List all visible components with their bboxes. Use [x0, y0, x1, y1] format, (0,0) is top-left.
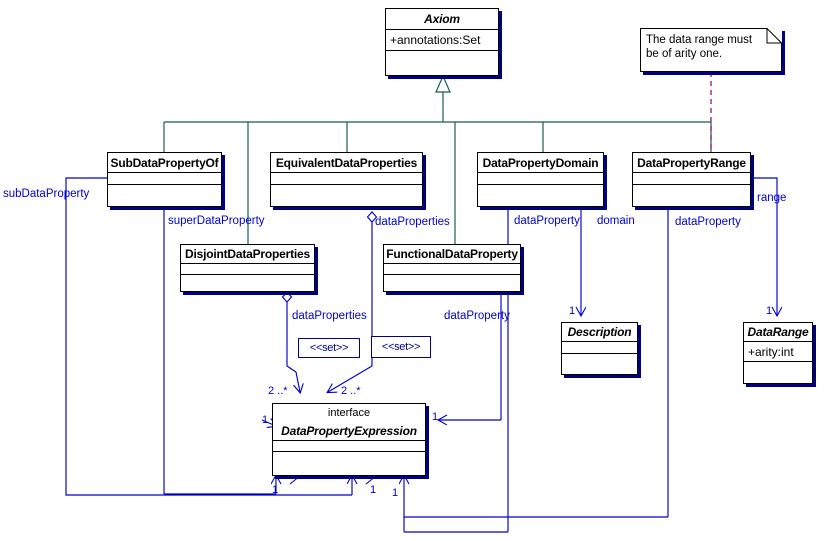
class-sub-data-property-of-name: SubDataPropertyOf: [110, 155, 219, 170]
class-sub-data-property-of[interactable]: SubDataPropertyOf: [107, 152, 222, 207]
mult-expression-bottom-one-b: 1: [370, 484, 377, 496]
class-description-name: Description: [567, 325, 632, 339]
class-data-range[interactable]: DataRange +arity:int: [743, 322, 813, 384]
mult-equivalent-min: 2 ..*: [341, 385, 361, 397]
label-equivalent-data-properties-role: dataProperties: [375, 216, 450, 228]
class-equivalent-data-properties-name: EquivalentDataProperties: [275, 155, 418, 170]
class-data-property-expression-name: DataPropertyExpression: [281, 423, 417, 438]
class-data-range-attribute: +arity:int: [748, 344, 794, 359]
class-data-property-domain-name: DataPropertyDomain: [482, 155, 599, 170]
class-disjoint-data-properties-name: DisjointDataProperties: [185, 247, 310, 261]
label-domain: domain: [597, 215, 635, 227]
class-axiom-attribute: +annotations:Set: [390, 33, 481, 47]
mult-data-range-one: 1: [766, 305, 773, 317]
class-data-property-domain[interactable]: DataPropertyDomain: [477, 152, 604, 207]
class-disjoint-data-properties[interactable]: DisjointDataProperties: [180, 244, 315, 292]
label-disjoint-data-properties-role: dataProperties: [292, 310, 367, 322]
label-data-property-range-role: dataProperty: [675, 216, 741, 228]
class-axiom-name: Axiom: [424, 12, 460, 26]
mult-disjoint-min: 2 ..*: [268, 385, 288, 397]
mult-expression-right-one: 1: [432, 411, 439, 423]
class-data-property-range-name: DataPropertyRange: [637, 155, 746, 170]
label-super-data-property: superDataProperty: [168, 215, 265, 227]
class-data-property-range[interactable]: DataPropertyRange: [632, 152, 751, 207]
stereotype-set-left[interactable]: <<set>>: [298, 338, 360, 358]
stereotype-set-right[interactable]: <<set>>: [371, 336, 431, 358]
note-text: The data range must be of arity one.: [646, 34, 753, 60]
class-functional-data-property-name: FunctionalDataProperty: [386, 247, 518, 261]
class-data-property-expression[interactable]: interface DataPropertyExpression: [272, 403, 426, 476]
note-shape: [640, 28, 782, 72]
class-equivalent-data-properties[interactable]: EquivalentDataProperties: [270, 152, 423, 207]
class-data-property-expression-stereotype: interface: [327, 406, 371, 419]
class-description[interactable]: Description: [561, 322, 638, 375]
label-functional-data-property-role: dataProperty: [444, 310, 510, 322]
label-data-property-domain-role: dataProperty: [514, 215, 580, 227]
class-axiom[interactable]: Axiom +annotations:Set: [385, 8, 499, 76]
class-data-range-name: DataRange: [747, 325, 809, 339]
mult-expression-bottom-one-c: 1: [392, 487, 399, 499]
class-functional-data-property[interactable]: FunctionalDataProperty: [383, 244, 521, 292]
label-range: range: [757, 192, 787, 204]
mult-description-one: 1: [569, 305, 576, 317]
mult-expression-left-one: 1: [262, 414, 269, 426]
label-sub-data-property: subDataProperty: [3, 188, 90, 200]
note-arity[interactable]: The data range must be of arity one.: [640, 28, 782, 72]
mult-expression-bottom-one-a: 1: [272, 484, 279, 496]
